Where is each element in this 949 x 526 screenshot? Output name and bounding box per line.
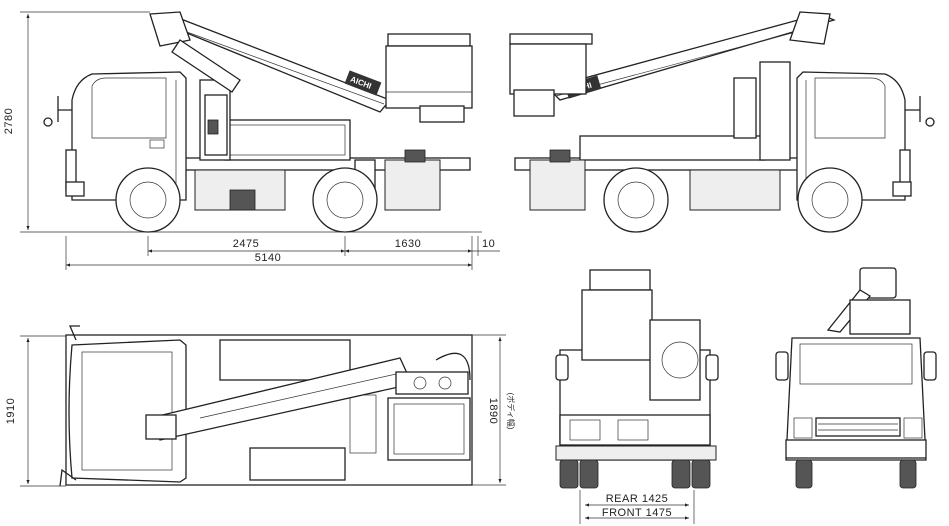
dim-length-total: 5140 xyxy=(255,252,281,264)
rear-view xyxy=(555,269,719,489)
side-view-left: AICHI xyxy=(20,11,482,233)
dim-rear-track: REAR 1425 xyxy=(606,493,669,505)
track-dimensions: REAR 1425 FRONT 1475 xyxy=(579,490,695,524)
side-view-right: AICHI xyxy=(509,11,935,233)
front-view xyxy=(775,267,937,489)
dim-front-track: FRONT 1475 xyxy=(602,507,672,519)
dim-rear-gap: 10 xyxy=(482,238,495,250)
dim-width-body: 1890 xyxy=(487,398,499,424)
dim-wheelbase: 2475 xyxy=(233,238,259,250)
dim-width-total: 1910 xyxy=(5,398,17,424)
top-view xyxy=(59,325,473,487)
top-dimensions: 1910 1890 (ボディ幅) xyxy=(5,334,516,487)
dim-height-total: 2780 xyxy=(3,108,15,134)
dim-width-body-note: (ボディ幅) xyxy=(506,393,516,430)
side-dimensions: 2780 2475 1630 10 5140 xyxy=(3,11,500,270)
dim-rear-overhang: 1630 xyxy=(395,238,421,250)
